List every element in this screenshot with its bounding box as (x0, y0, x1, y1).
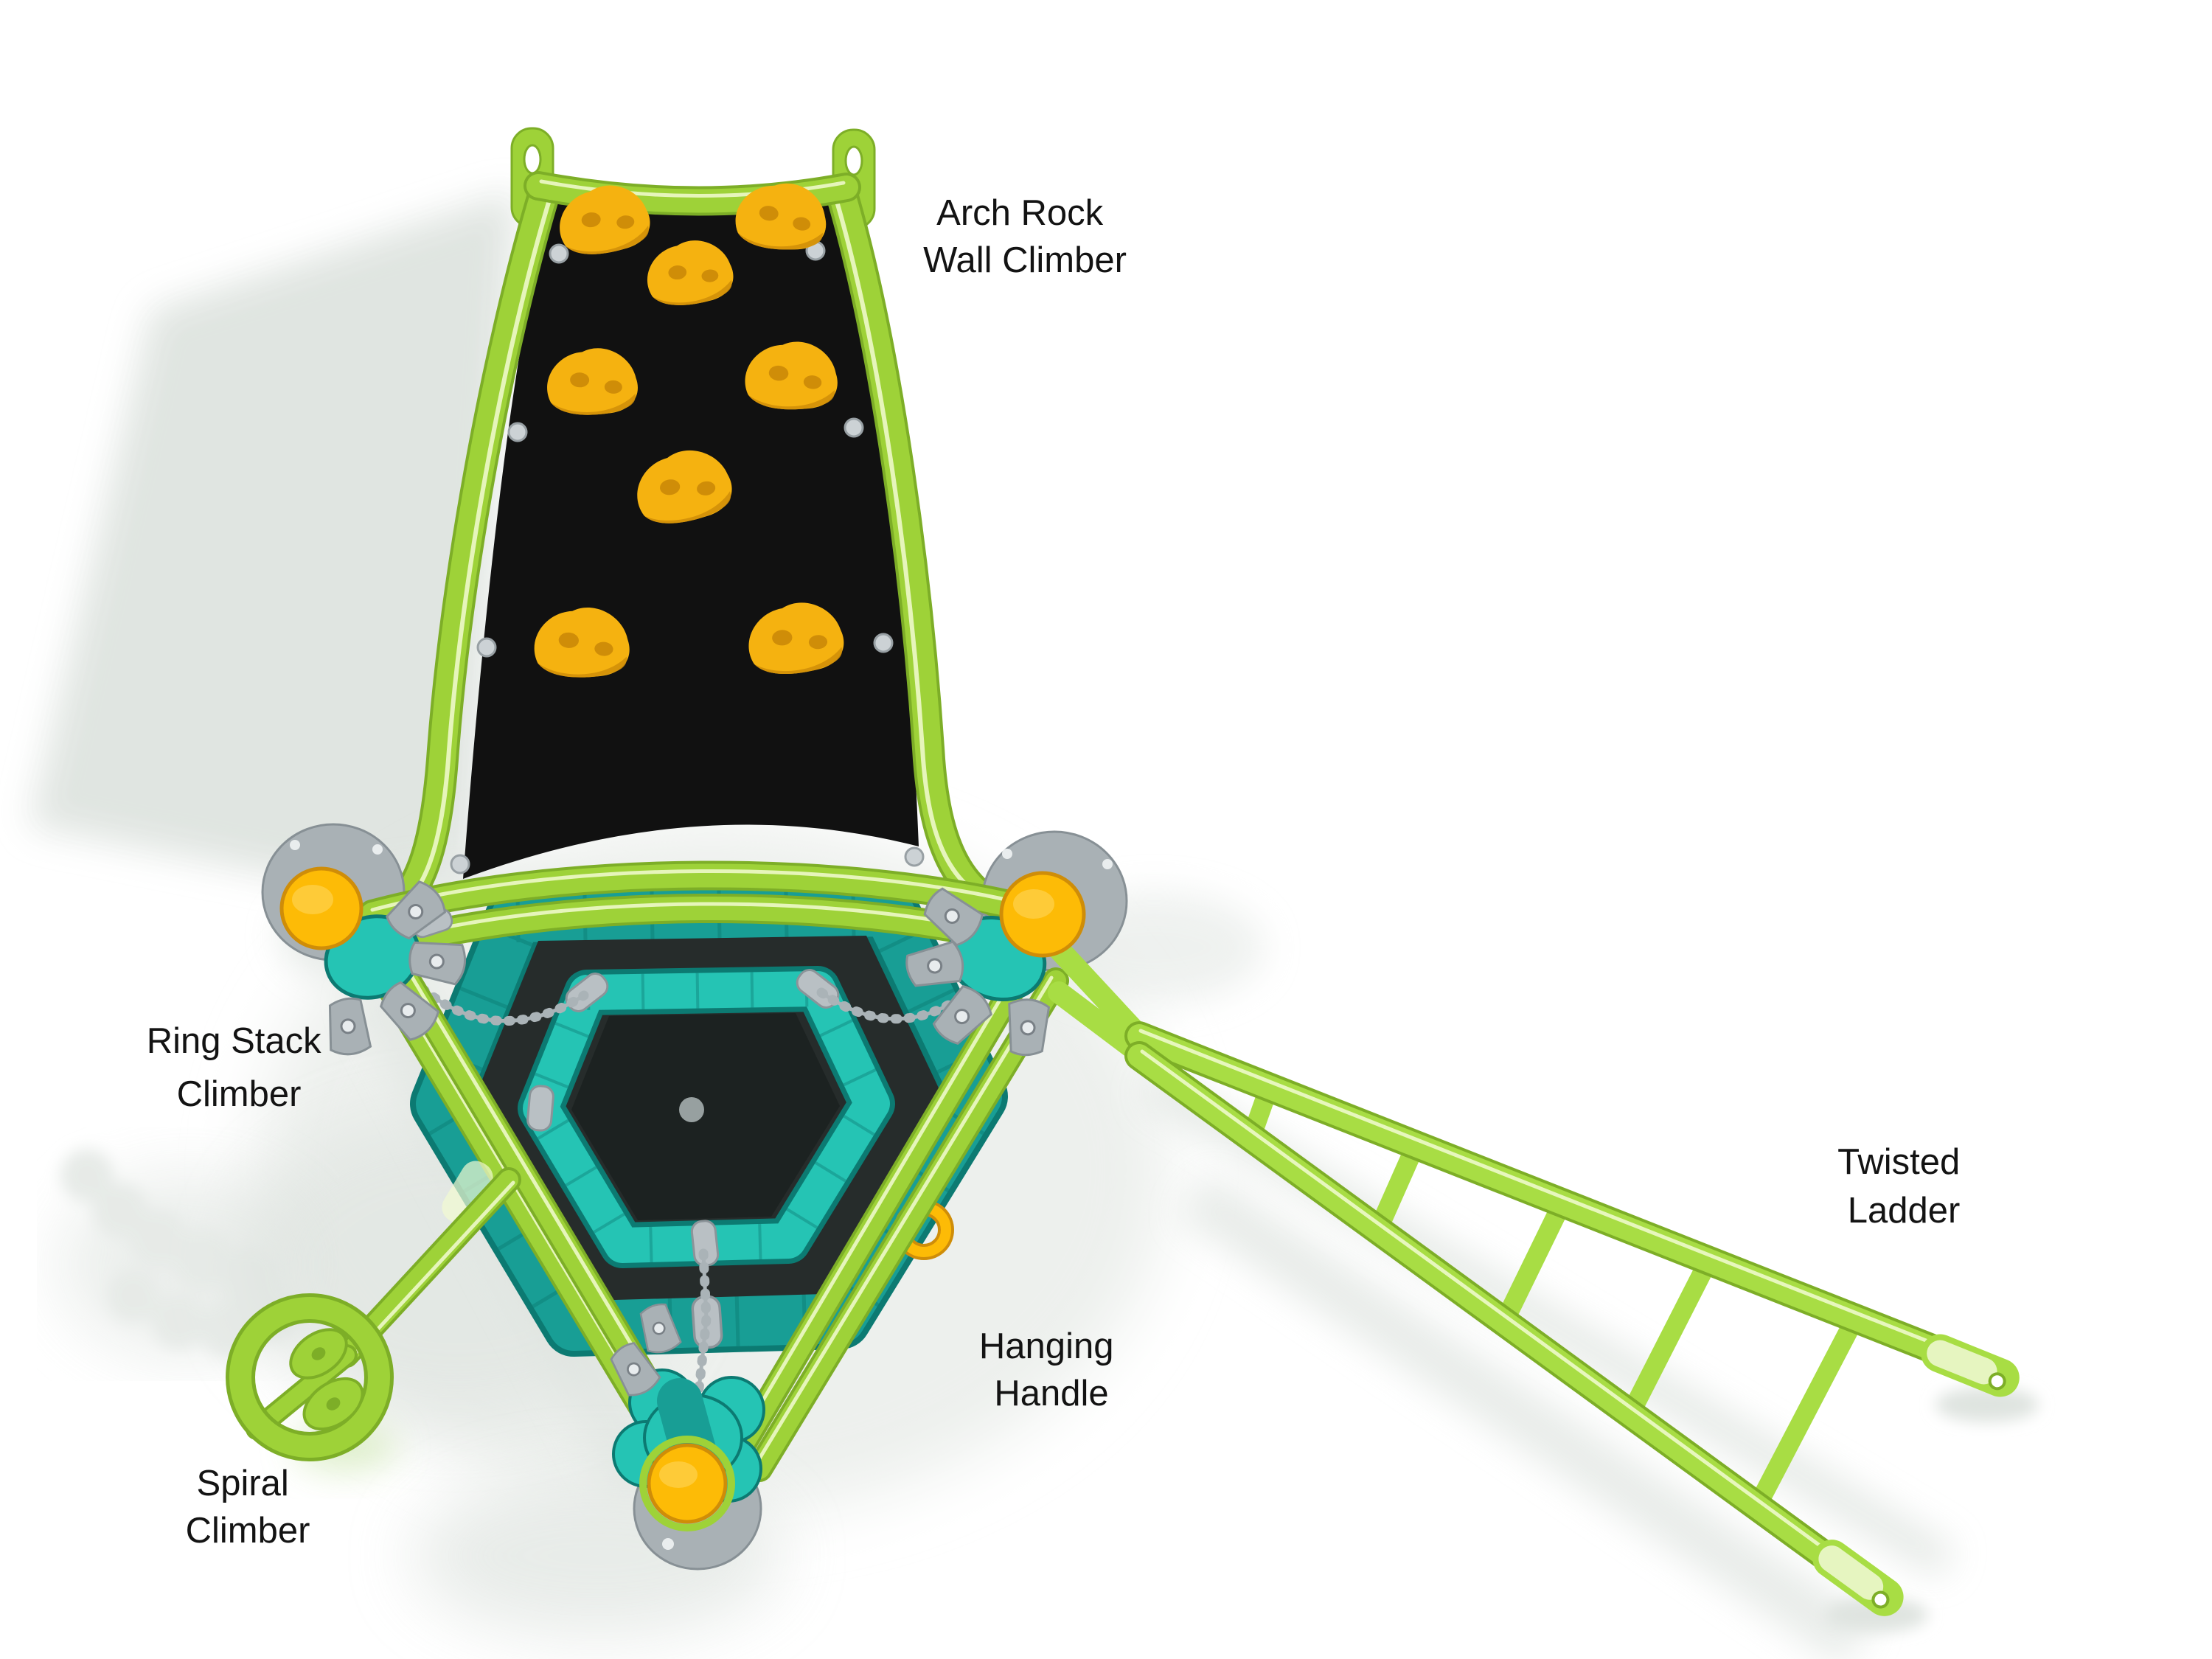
ring-sleeve (525, 1084, 556, 1133)
label-arch-rock-wall-climber: Arch Rock Wall Climber (923, 193, 1127, 280)
ladder-shadow-2 (1179, 1172, 1874, 1659)
wall-left-rail (361, 177, 560, 938)
frame-tube-right-pair (724, 942, 1069, 1482)
label-spiral-climber: Spiral Climber (186, 1464, 310, 1551)
ladder-rails (1124, 1021, 1967, 1582)
component-labels: Arch Rock Wall Climber Ring Stack Climbe… (147, 193, 1970, 1551)
panel-bolts (450, 240, 925, 874)
support-post-bottom (605, 1300, 765, 1531)
spiral-coil-top (289, 1328, 364, 1431)
label-hanging-handle: Hanging Handle (979, 1326, 1124, 1413)
chain-left (408, 975, 589, 1026)
twisted-ladder (1036, 925, 2020, 1616)
ring-stack-pocket (571, 1013, 840, 1220)
wall-shadow (29, 190, 516, 914)
tube-joint (442, 1161, 493, 1224)
post-cap-ring (639, 1436, 735, 1531)
label-ring-stack-climber: Ring Stack Climber (147, 1021, 332, 1114)
ladder-foot-tab (1921, 1334, 2020, 1397)
spiral-climber (226, 1167, 521, 1461)
spiral-coil-shadow (59, 1149, 317, 1359)
ladder-foot-shadow-1 (1935, 1387, 2039, 1422)
support-post-left (279, 866, 470, 1057)
ring-center-cap (679, 1097, 704, 1122)
spiral-ring (229, 1297, 390, 1458)
ladder-foot-shadow-2 (1825, 1597, 1928, 1632)
support-post-right (902, 871, 1086, 1058)
ladder-foot-tab (1812, 1540, 1904, 1616)
label-twisted-ladder: Twisted Ladder (1837, 1142, 1970, 1231)
support-posts (279, 866, 1086, 1531)
